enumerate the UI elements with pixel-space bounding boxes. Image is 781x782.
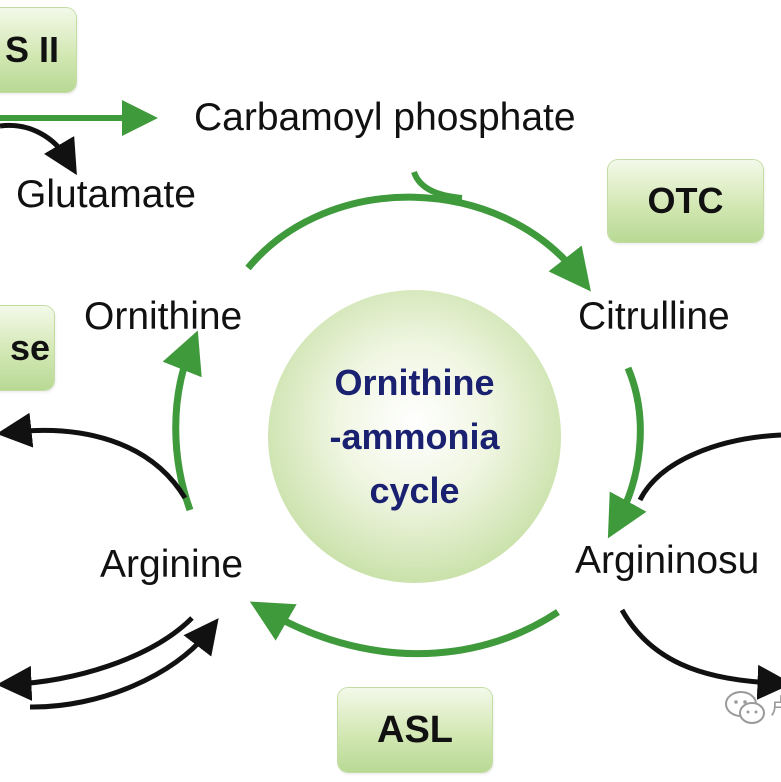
aspartate-entry-arrow: [637, 432, 781, 502]
center-title-line1: Ornithine: [334, 361, 495, 403]
metabolite-carbamoyl-phosphate: Carbamoyl phosphate: [194, 96, 576, 139]
watermark-text: 卢: [770, 696, 781, 718]
cycle-center-circle: Ornithine -ammonia cycle: [268, 290, 561, 583]
enzyme-label-otc: OTC: [647, 180, 724, 221]
arginine-to-urea-arrow: [0, 412, 188, 500]
carbamoyl-entry-arrow: [411, 170, 463, 201]
enzyme-label-arginase: se: [9, 327, 50, 368]
metabolite-argininosuccinate: Argininosu: [575, 539, 760, 582]
enzyme-box-cps: S II: [0, 8, 76, 92]
citrulline-to-argininosuccinate-arc: [607, 366, 647, 539]
enzyme-box-otc: OTC: [608, 160, 763, 242]
enzyme-box-arginase: se: [0, 306, 54, 390]
wechat-bubble-icon: [725, 691, 765, 724]
arginine-in-arrow: [29, 618, 219, 710]
arginine-out-arrow: [0, 616, 194, 701]
enzyme-box-asl: ASL: [338, 688, 492, 772]
arginine-to-ornithine-arc: [162, 330, 202, 512]
center-title-line3: cycle: [369, 469, 460, 511]
metabolite-citrulline: Citrulline: [578, 295, 730, 338]
enzyme-label-asl: ASL: [377, 708, 453, 751]
ornithine-to-citrulline-arc: [245, 193, 591, 292]
glutamate-branch-arrow: [0, 122, 77, 176]
metabolite-glutamate: Glutamate: [16, 173, 196, 216]
fumarate-exit-arrow: [619, 608, 781, 700]
argininosuccinate-to-arginine-arc: [249, 601, 560, 658]
center-title-line2: -ammonia: [329, 415, 500, 457]
metabolite-ornithine: Ornithine: [84, 295, 243, 338]
metabolite-arginine: Arginine: [100, 543, 244, 586]
enzyme-label-cps: S II: [4, 29, 60, 70]
